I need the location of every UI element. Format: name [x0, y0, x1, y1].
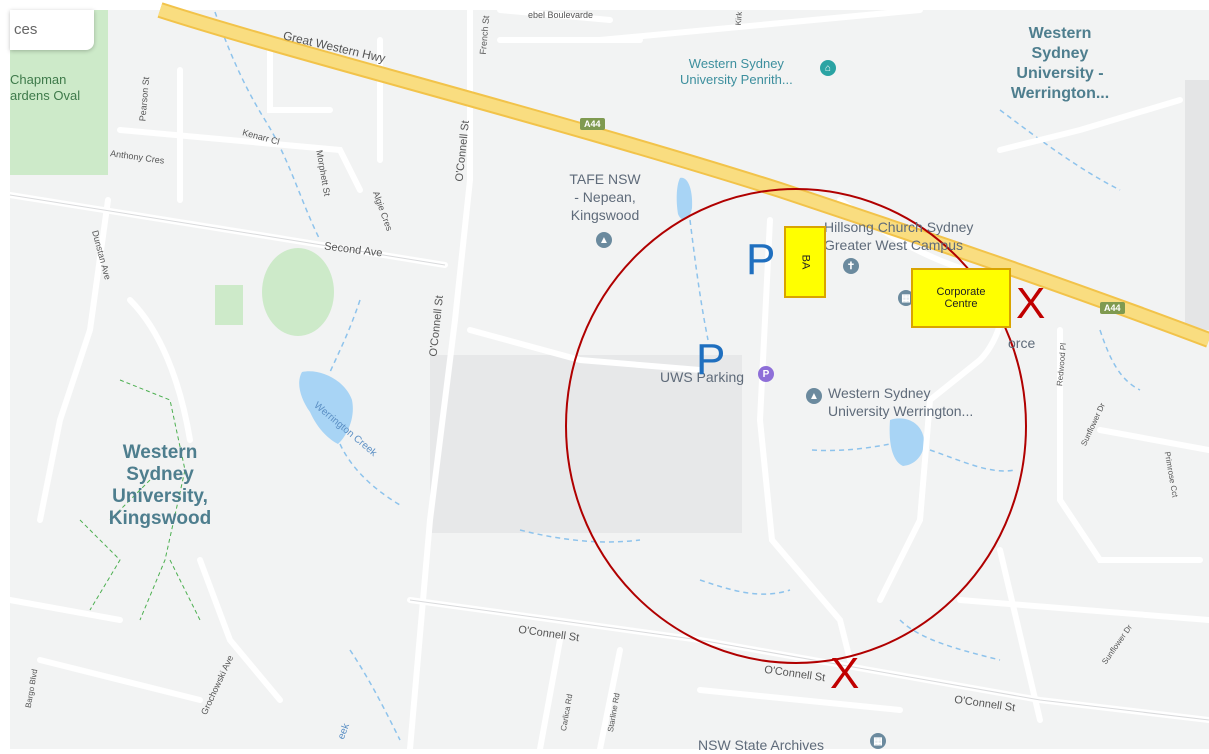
corporate-centre-line-1: Corporate	[936, 286, 986, 298]
orce-fragment-label: orce	[1008, 335, 1036, 351]
wsu-werrington-campus-label[interactable]: Western Sydney University Werrington...	[828, 384, 973, 420]
pond-top	[676, 177, 693, 220]
corporate-centre-line-2: Centre	[944, 298, 978, 310]
ba-annotation-box: BA	[784, 226, 826, 298]
wsu-werrington-top-line-3: University -	[1016, 65, 1104, 82]
small-park	[215, 285, 243, 325]
wsu-werrington-top-line-1: Western	[1028, 25, 1092, 42]
parking-annotation-p1: P	[746, 235, 776, 284]
annotation-circle	[565, 188, 1027, 664]
search-input-text[interactable]: ces	[14, 21, 38, 38]
chapman-oval-line-1: Chapman	[10, 72, 67, 87]
tafe-education-pin-icon[interactable]: ▲	[596, 232, 612, 248]
wsu-werrington-education-pin-icon[interactable]: ▲	[806, 388, 822, 404]
campus-block	[430, 355, 742, 533]
wsu-kingswood-line-1: Western	[122, 442, 198, 463]
wsu-werrington-campus-line-2: University Werrington...	[828, 403, 974, 419]
wsu-kingswood-label[interactable]: Western Sydney University, Kingswood	[100, 442, 220, 530]
a44-shield-2: A44	[1100, 302, 1125, 314]
wsu-penrith-line-1: Western Sydney	[688, 56, 784, 71]
chapman-oval-label[interactable]: Chapman ardens Oval	[10, 72, 80, 104]
hillsong-line-2: Greater West Campus	[824, 237, 964, 253]
tafe-line-2: - Nepean,	[574, 189, 636, 205]
closed-x-annotation-2: X	[830, 649, 860, 698]
wsu-kingswood-line-3: University,	[112, 486, 208, 507]
a44-shield-1: A44	[580, 118, 605, 130]
parking-pin-icon[interactable]: P	[758, 366, 774, 382]
wsu-kingswood-line-2: Sydney	[126, 464, 194, 485]
wsu-werrington-top-line-4: Werrington...	[1010, 85, 1110, 102]
pond-left	[299, 371, 353, 444]
chapman-oval-line-2: ardens Oval	[10, 88, 81, 103]
search-box[interactable]: ces	[10, 10, 94, 50]
pond-right	[889, 418, 925, 466]
wsu-werrington-campus-line-1: Western Sydney	[828, 385, 931, 401]
edge-block	[1185, 80, 1209, 330]
tafe-line-3: Kingswood	[570, 207, 640, 223]
wsu-penrith-pin-icon[interactable]: ⌂	[820, 60, 836, 76]
wsu-penrith-line-2: University Penrith...	[680, 72, 793, 87]
tafe-line-1: TAFE NSW	[569, 171, 641, 187]
uws-parking-label[interactable]: UWS Parking	[660, 369, 745, 385]
nsw-archives-pin-icon[interactable]: ▦	[870, 733, 886, 749]
kirk-label: Kirk	[733, 11, 744, 26]
closed-x-annotation-1: X	[1016, 279, 1046, 328]
chapman-park	[10, 10, 108, 175]
oval-park	[262, 248, 334, 336]
boulevarde-label: ebel Boulevarde	[528, 10, 594, 20]
hillsong-line-1: Hillsong Church Sydney	[824, 219, 974, 235]
nsw-archives-label[interactable]: NSW State Archives	[698, 737, 825, 753]
wsu-werrington-top-line-2: Sydney	[1031, 45, 1089, 62]
tafe-label[interactable]: TAFE NSW - Nepean, Kingswood	[560, 170, 650, 224]
wsu-kingswood-line-4: Kingswood	[108, 508, 212, 529]
corporate-centre-box: Corporate Centre	[911, 268, 1011, 328]
ba-annotation-text: BA	[799, 254, 811, 270]
hillsong-church-pin-icon[interactable]: ✝	[843, 258, 859, 274]
parking-annotation-p2: P	[696, 335, 726, 384]
wsu-werrington-top-label[interactable]: Western Sydney University - Werrington..…	[1005, 24, 1115, 104]
hillsong-label[interactable]: Hillsong Church Sydney Greater West Camp…	[824, 218, 973, 254]
wsu-penrith-label[interactable]: Western Sydney University Penrith...	[680, 56, 793, 88]
office-building-pin-icon[interactable]: ▦	[898, 290, 914, 306]
